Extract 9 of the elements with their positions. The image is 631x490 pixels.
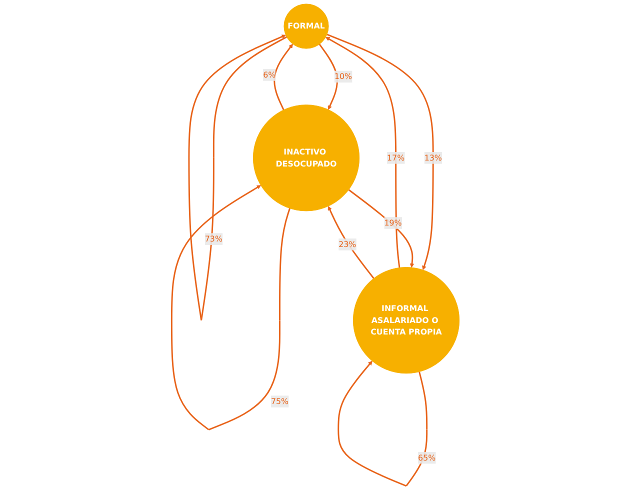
arrow: [338, 360, 428, 487]
arrow: [318, 44, 338, 110]
arrow: [274, 44, 293, 110]
arrow: [326, 34, 434, 270]
arrow: [348, 189, 414, 268]
arrow: [170, 185, 290, 430]
arrow: [326, 37, 400, 268]
arrow: [188, 34, 288, 320]
arrow: [328, 206, 374, 279]
